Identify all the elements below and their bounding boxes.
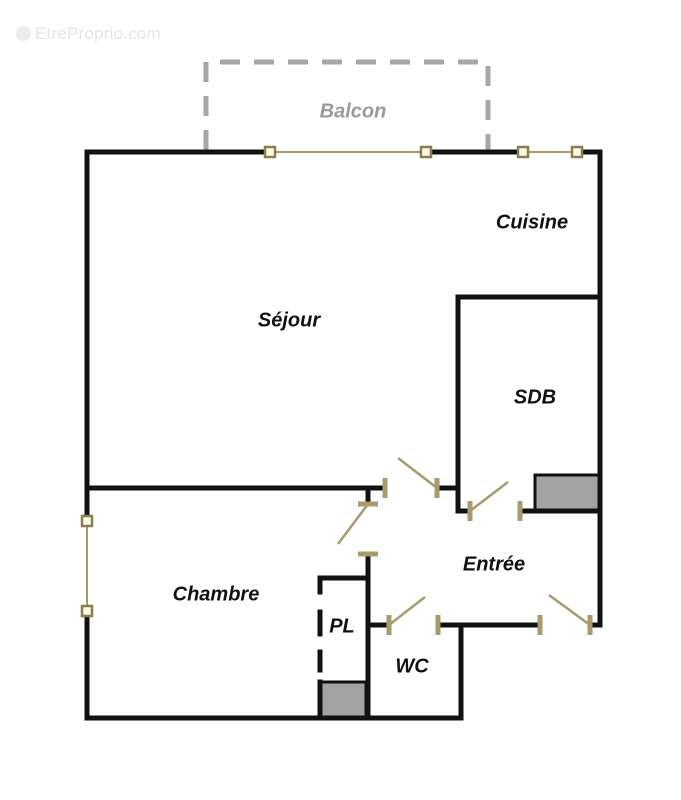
walls [84,149,603,721]
sdb-fixture [533,473,601,513]
watermark: EtreProprio.com [16,24,161,44]
door-jambs [358,478,593,635]
balcony-outline [203,59,491,150]
watermark-text: EtreProprio.com [35,24,161,43]
room-label-balcon: Balcon [319,100,387,123]
windows [80,145,584,618]
room-label-chambre: Chambre [172,583,260,606]
doors [337,457,591,627]
room-label-pl: PL [329,615,355,638]
copyright-icon [16,26,31,41]
room-label-sdb: SDB [513,386,557,409]
room-label-wc: WC [395,655,429,678]
pl-fixture [318,680,368,721]
room-label-cuisine: Cuisine [495,211,569,234]
room-label-sejour: Séjour [257,309,321,332]
room-label-entree: Entrée [462,553,526,576]
